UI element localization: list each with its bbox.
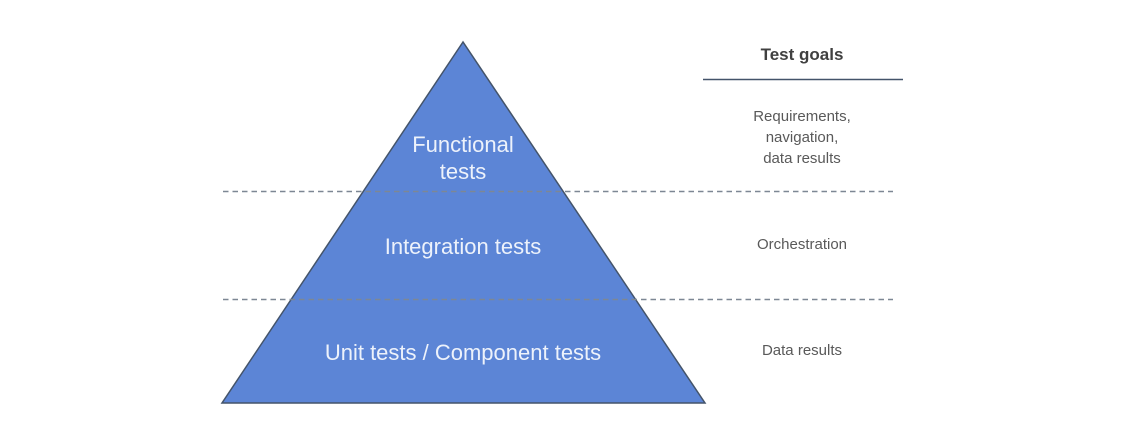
goal-label-functional-tests: Requirements, navigation, data results [753,108,851,167]
goal-label-integration-tests: Orchestration [756,236,848,253]
test-goals-heading: Test goals [760,45,844,64]
pyramid-level-label-integration-tests: Integration tests [384,234,542,259]
pyramid-level-label-unit-component-tests: Unit tests / Component tests [324,340,602,365]
pyramid-triangle-shape [222,42,705,403]
goal-label-unit-component-tests: Data results [761,342,843,359]
pyramid-triangle-outline [220,40,707,404]
pyramid-level-label-functional-tests: Functional tests [412,132,514,184]
